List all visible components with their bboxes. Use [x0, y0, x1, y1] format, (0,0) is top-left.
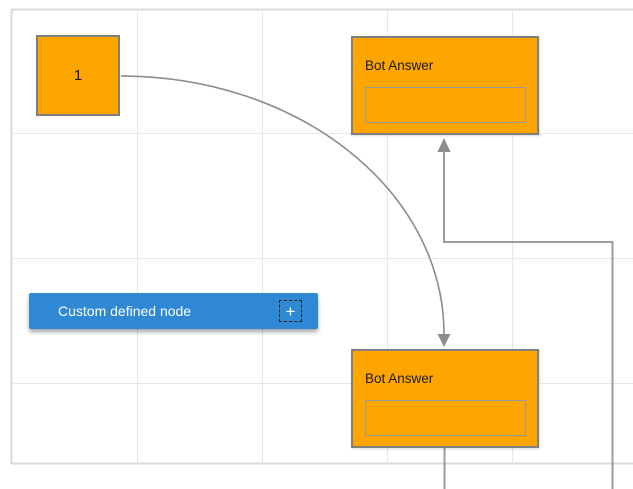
bot-answer-input[interactable]	[365, 87, 526, 123]
node-title: Bot Answer	[365, 58, 434, 73]
start-node-label: 1	[73, 67, 83, 84]
arrow-down-icon	[437, 334, 451, 347]
custom-defined-node[interactable]: Custom defined node +	[29, 293, 318, 329]
bot-answer-input[interactable]	[365, 400, 526, 436]
connector-curve[interactable]	[120, 75, 451, 347]
custom-node-label: Custom defined node	[58, 303, 192, 319]
start-node[interactable]: 1	[36, 35, 120, 116]
arrow-up-icon	[437, 138, 451, 152]
bot-answer-node-bottom[interactable]: Bot Answer	[351, 349, 539, 448]
bot-answer-node-top[interactable]: Bot Answer	[351, 36, 539, 135]
connector-orthogonal[interactable]	[437, 138, 614, 489]
plus-icon: +	[285, 301, 296, 321]
node-title: Bot Answer	[365, 371, 434, 386]
add-node-button[interactable]: +	[279, 300, 302, 322]
